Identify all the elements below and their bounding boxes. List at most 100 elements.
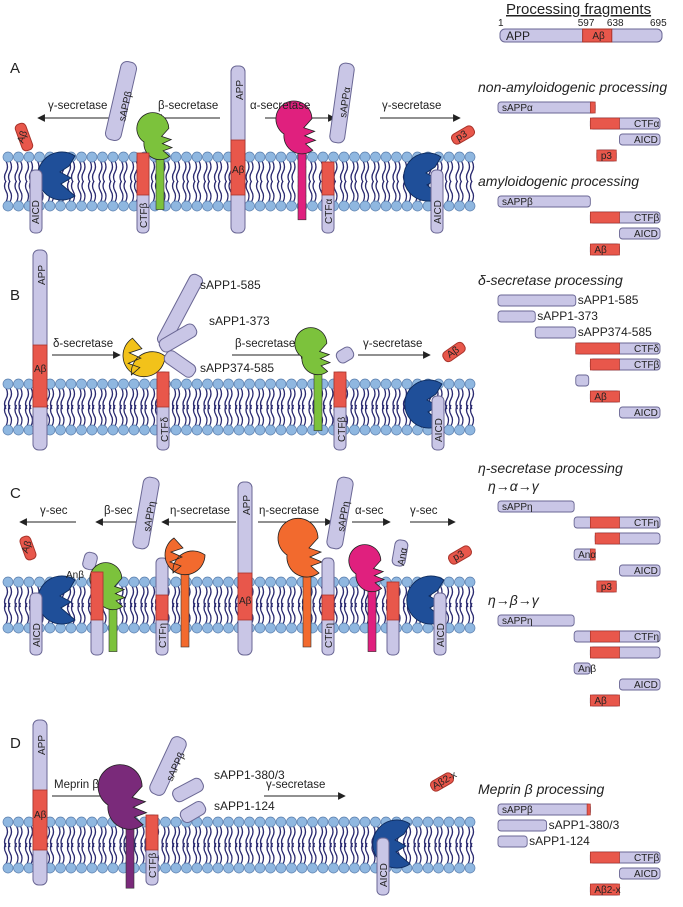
lipid-tail xyxy=(448,602,454,625)
lipid-tail xyxy=(350,602,355,625)
panel-letter-b: B xyxy=(10,287,20,304)
lipid-head xyxy=(422,816,434,828)
lipid-tail xyxy=(133,602,139,625)
lipid-tail xyxy=(459,842,464,865)
lipid-head xyxy=(2,378,14,390)
fragment-bar-5-1 xyxy=(497,819,548,832)
lipid-head xyxy=(170,151,182,163)
ctfn-c1 xyxy=(155,557,169,656)
lipid-head xyxy=(55,424,66,436)
lipid-head xyxy=(44,622,56,634)
fragment-label-1-2: AICD xyxy=(634,229,658,240)
lipid-head xyxy=(286,151,297,163)
lipid-head xyxy=(2,622,14,634)
aicd-bar-c2-body xyxy=(433,592,447,656)
fragment-bar-2-2 xyxy=(534,326,577,339)
lipid-tail xyxy=(455,842,460,865)
lipid-head xyxy=(454,200,465,212)
label-abeta-tm-a: Aβ xyxy=(232,165,245,176)
sappb-d-body xyxy=(149,736,187,796)
beta-secretase-b xyxy=(294,327,332,431)
lipid-head xyxy=(307,200,318,212)
lipid-tail xyxy=(228,404,233,427)
lipid-tail xyxy=(119,180,124,203)
lipid-head xyxy=(76,378,87,390)
label-ctfb-a: CTFβ xyxy=(139,203,150,228)
fragment-abeta-0-1 xyxy=(589,117,620,130)
lipid-tail xyxy=(280,404,286,427)
lipid-tail xyxy=(165,160,170,183)
lipid-head xyxy=(296,378,308,390)
lipid-head xyxy=(76,151,87,163)
lipid-head xyxy=(76,200,87,212)
lipid-tail xyxy=(123,180,128,203)
lipid-tail xyxy=(108,404,114,427)
lipid-tail xyxy=(245,404,250,427)
eta-secretase-c1-stem xyxy=(180,566,190,648)
lipid-head xyxy=(212,424,224,436)
lipid-head xyxy=(118,200,129,212)
lipid-tail xyxy=(465,602,471,625)
fragment-abeta-5-3 xyxy=(589,851,620,864)
fragment-label-3-0: sAPPη xyxy=(502,502,533,513)
lipid-tail xyxy=(459,180,464,203)
lipid-tail xyxy=(459,602,464,625)
lipid-head xyxy=(34,576,45,588)
lipid-tail xyxy=(364,404,370,427)
lipid-tail xyxy=(203,602,208,625)
lipid-head xyxy=(401,424,413,436)
lipid-tail xyxy=(70,842,76,865)
label-aicd-a1: AICD xyxy=(31,200,42,224)
lipid-tail xyxy=(392,160,397,183)
lipid-tail xyxy=(465,160,471,183)
fragment-label-5-2: sAPP1-124 xyxy=(529,834,590,848)
lipid-tail xyxy=(150,180,156,203)
lipid-head xyxy=(191,151,203,163)
lipid-tail xyxy=(381,602,387,625)
lipid-tail xyxy=(140,602,145,625)
lipid-tail xyxy=(14,180,19,203)
lipid-tail xyxy=(60,404,65,427)
lipid-head xyxy=(223,378,234,390)
lipid-head xyxy=(13,622,24,634)
lipid-head xyxy=(401,576,413,588)
lipid-head xyxy=(454,378,465,390)
lipid-head xyxy=(328,862,339,874)
lipid-tail xyxy=(49,842,55,865)
lipid-head xyxy=(380,424,392,436)
lipid-tail xyxy=(18,602,23,625)
lipid-tail xyxy=(249,160,254,183)
fragments-title: Processing fragments xyxy=(506,1,651,18)
lipid-tail xyxy=(123,404,128,427)
group-header-3: η-secretase processing xyxy=(478,460,623,476)
lipid-tail xyxy=(175,404,181,427)
label-ctfd-b: CTFδ xyxy=(160,417,171,442)
lipid-head xyxy=(170,862,182,874)
lipid-head xyxy=(433,862,444,874)
lipid-tail xyxy=(18,404,23,427)
label-meprin-beta-d: Meprin β xyxy=(54,779,99,791)
fragment-abeta-1-1 xyxy=(589,211,620,224)
lipid-tail xyxy=(207,602,212,625)
label-app-a: APP xyxy=(235,80,246,100)
lipid-head xyxy=(265,151,276,163)
fragment-abeta-5-0 xyxy=(586,803,591,816)
lipid-tail xyxy=(266,180,271,203)
lipid-head xyxy=(401,622,413,634)
ctfa-a xyxy=(321,161,335,234)
lipid-tail xyxy=(77,180,82,203)
lipid-tail xyxy=(360,842,366,865)
lipid-tail xyxy=(291,842,296,865)
group-subheader-4: η→β→γ xyxy=(488,592,540,608)
lipid-tail xyxy=(87,180,93,203)
lipid-head xyxy=(443,424,455,436)
lipid-tail xyxy=(186,404,191,427)
lipid-tail xyxy=(469,180,475,203)
fragment-label-5-3: CTFβ xyxy=(634,853,659,864)
lipid-tail xyxy=(203,842,208,865)
fragment-label-4-5: Aβ xyxy=(594,696,607,707)
lipid-head xyxy=(454,862,465,874)
label-gamma-sec-c2: γ-sec xyxy=(410,505,438,517)
lipid-tail xyxy=(360,602,366,625)
